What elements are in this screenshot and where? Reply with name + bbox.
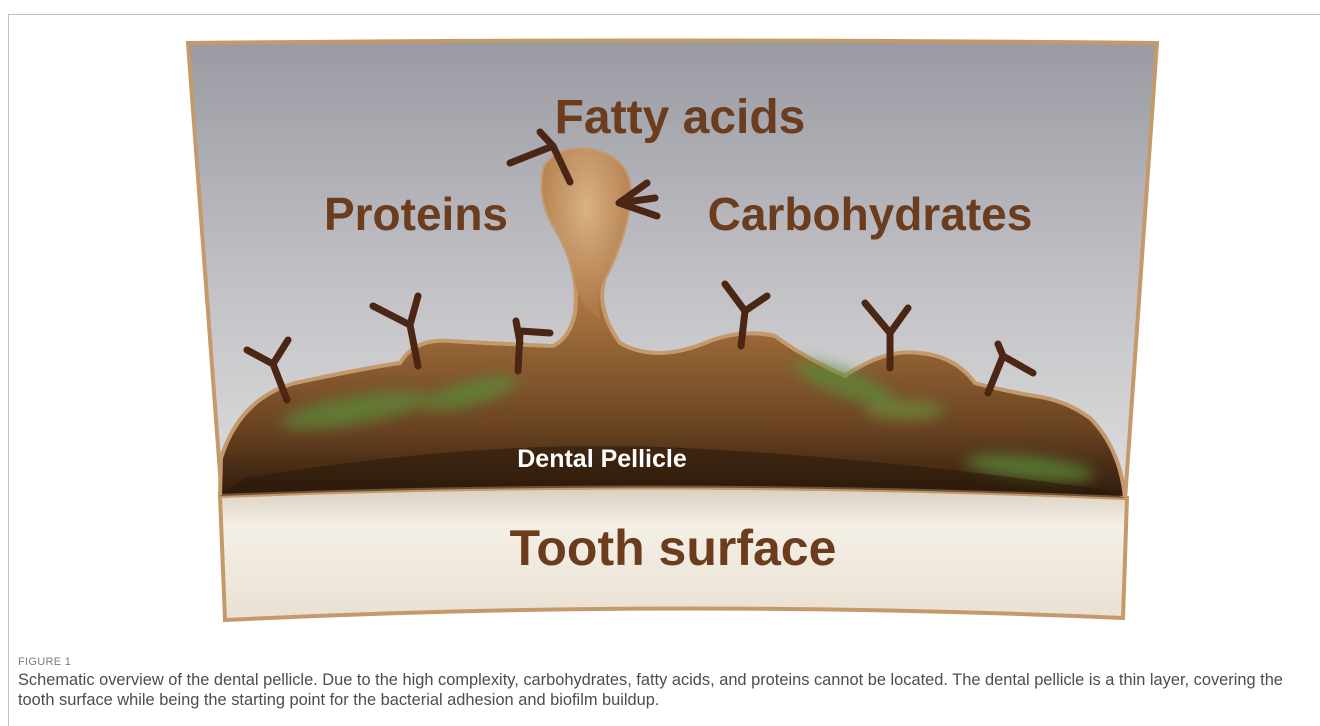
label-dental-pellicle: Dental Pellicle <box>517 445 687 473</box>
figure-caption: Schematic overview of the dental pellicl… <box>18 670 1313 710</box>
pellicle-diagram: Fatty acids Proteins Carbohydrates Denta… <box>185 38 1160 626</box>
label-fatty-acids: Fatty acids <box>555 91 806 144</box>
label-carbohydrates: Carbohydrates <box>708 188 1033 240</box>
pellicle-illustration: Fatty acids Proteins Carbohydrates Denta… <box>185 38 1160 626</box>
label-proteins: Proteins <box>324 188 508 240</box>
label-tooth-surface: Tooth surface <box>510 520 837 576</box>
figure-number: FIGURE 1 <box>18 656 71 668</box>
